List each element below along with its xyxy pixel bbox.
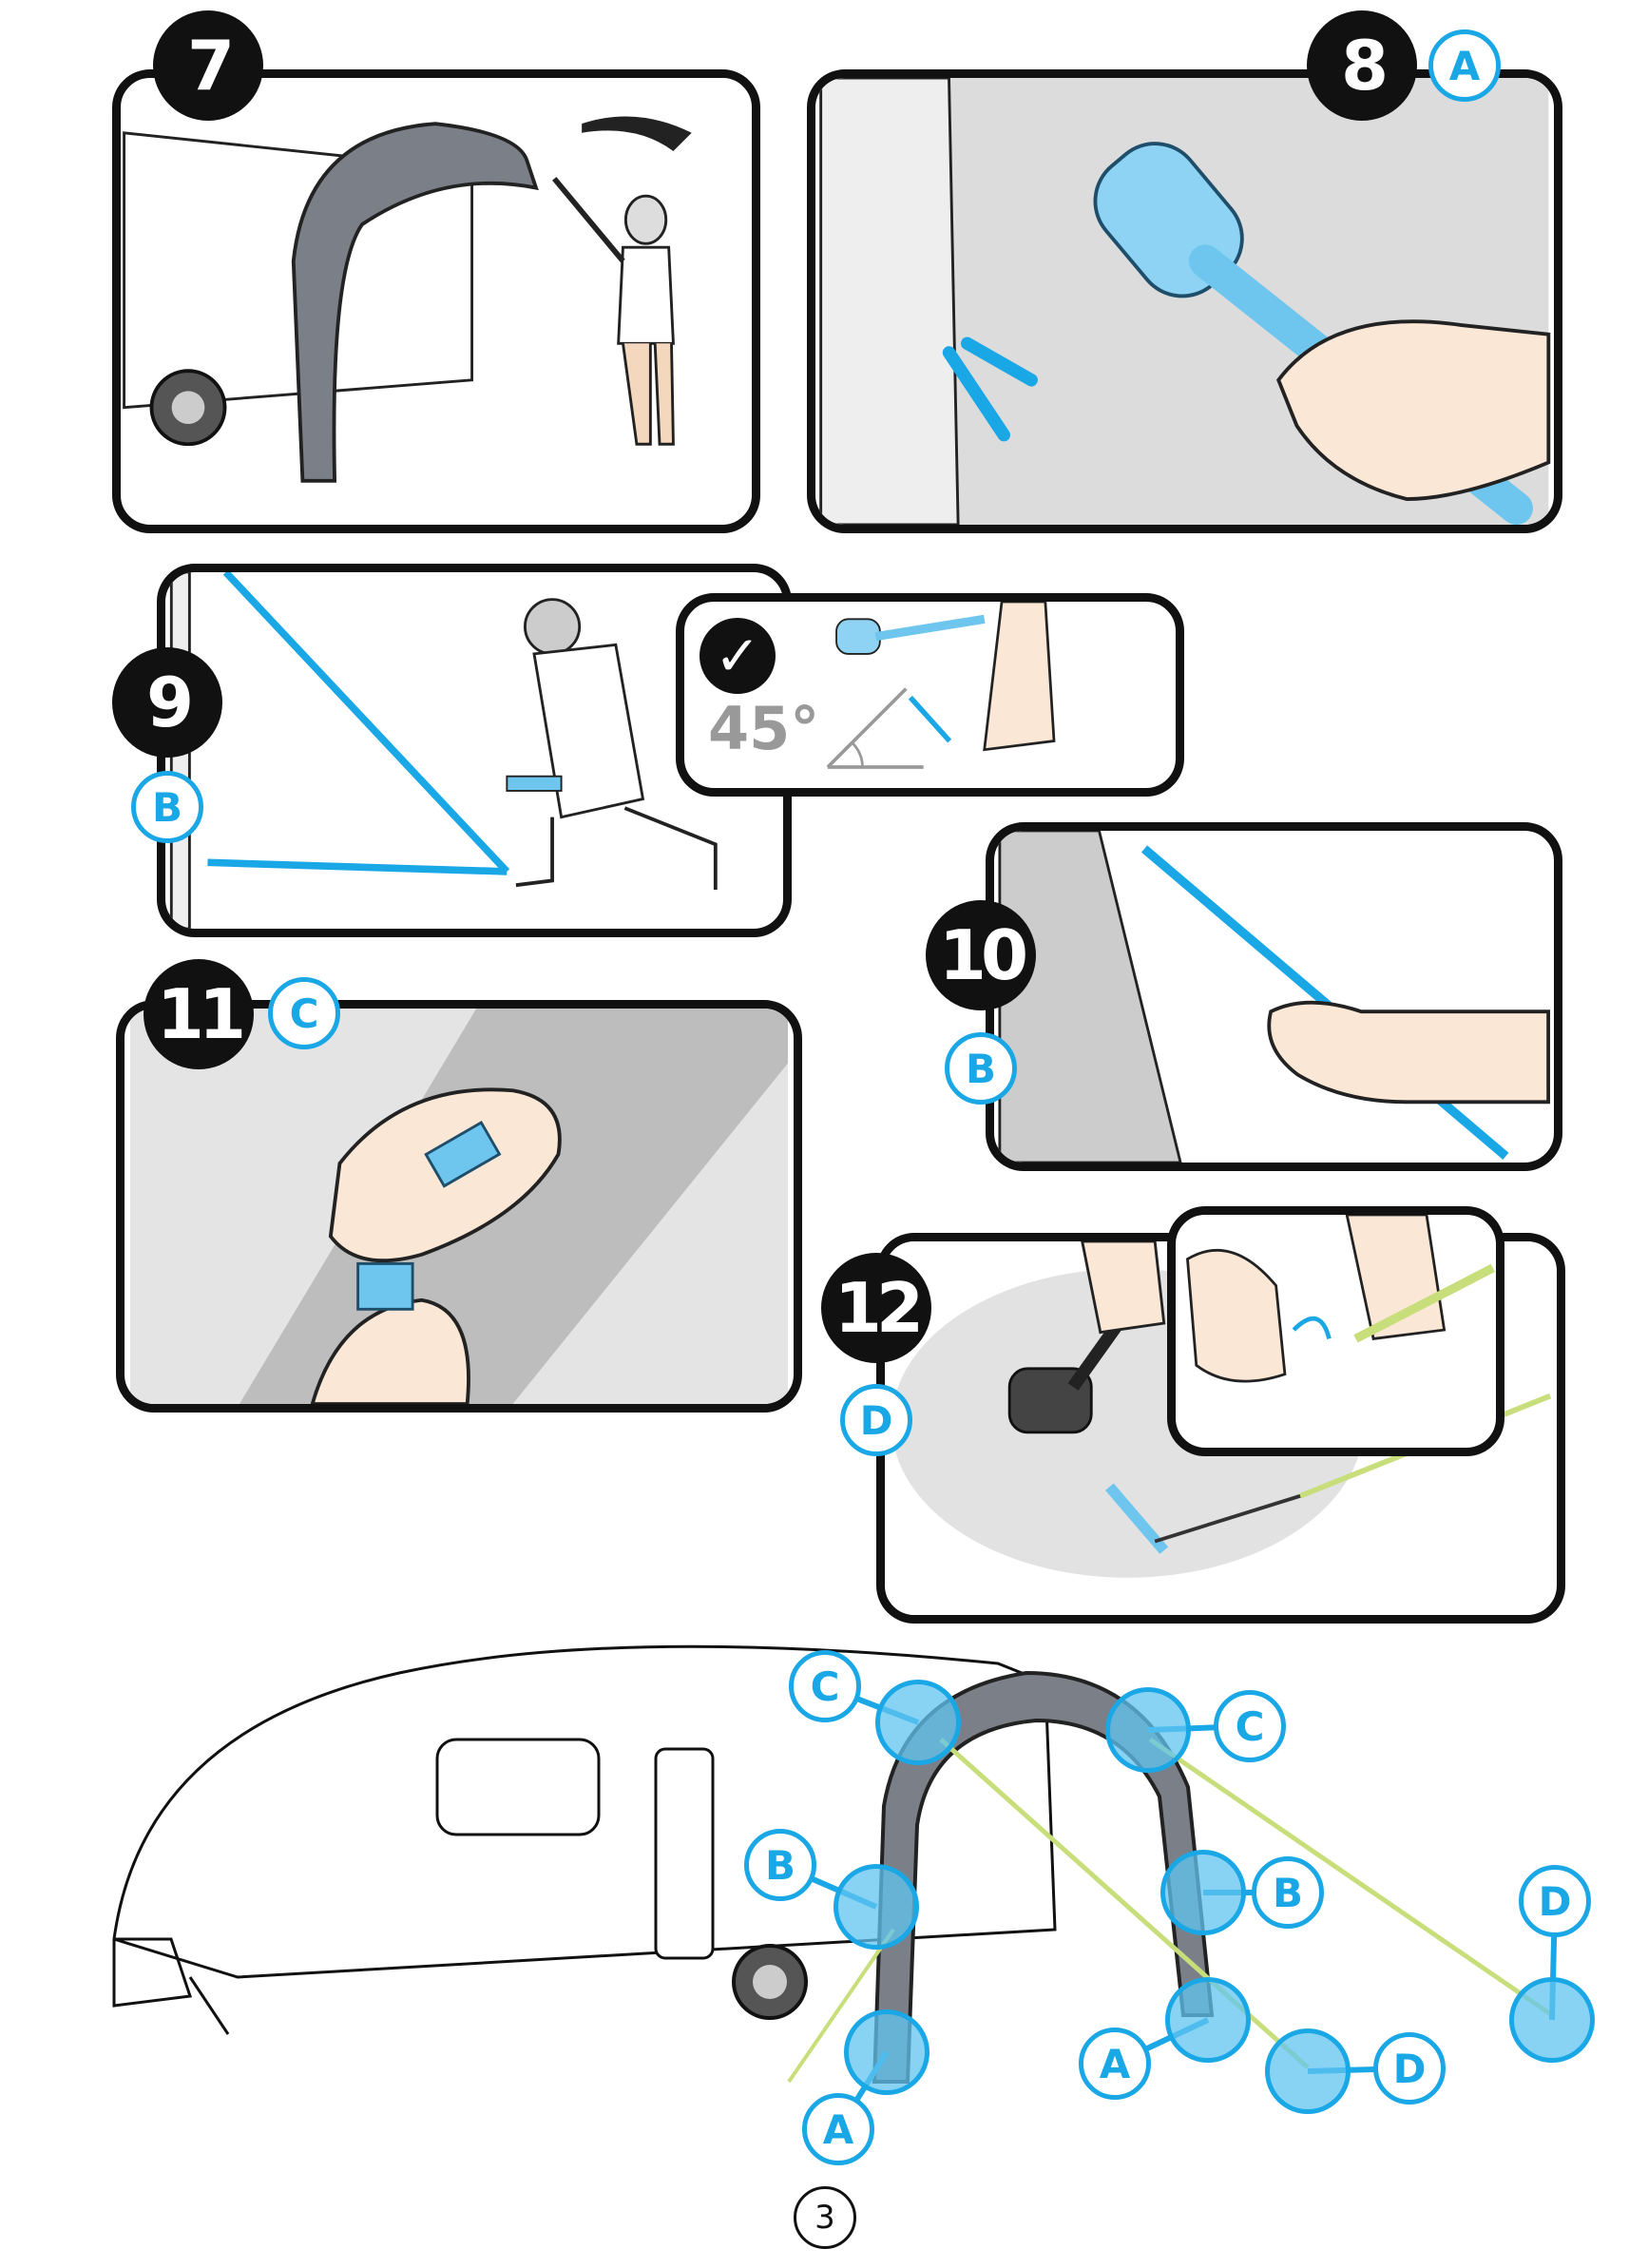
step-8-part-label: A bbox=[1428, 29, 1501, 102]
callout-d: D bbox=[1519, 1865, 1591, 1937]
callout-d: D bbox=[1373, 2032, 1446, 2105]
step-8-panel bbox=[807, 69, 1562, 533]
step-7-badge: 7 bbox=[153, 10, 263, 121]
callout-a: A bbox=[802, 2093, 874, 2165]
page-number: 3 bbox=[794, 2186, 856, 2249]
step-7-panel bbox=[112, 69, 760, 533]
step-10-illustration bbox=[998, 831, 1551, 1163]
callout-highlight-d-mid bbox=[1265, 2028, 1351, 2114]
angle-45-illustration bbox=[826, 602, 1056, 769]
step-7-illustration bbox=[123, 116, 692, 483]
step-11-illustration bbox=[129, 1009, 789, 1404]
step-11-panel bbox=[116, 1000, 802, 1413]
step-12-badge: 12 bbox=[821, 1253, 931, 1363]
callout-highlight-a-right bbox=[1165, 1977, 1251, 2063]
step-10-badge: 10 bbox=[926, 900, 1036, 1010]
callout-highlight-d-far bbox=[1509, 1977, 1595, 2063]
step-12-inset-panel bbox=[1167, 1206, 1504, 1456]
callout-highlight-c-left bbox=[875, 1680, 961, 1765]
step-10-panel bbox=[986, 822, 1562, 1171]
step-8-illustration bbox=[819, 78, 1551, 525]
step-8-badge: 8 bbox=[1307, 10, 1417, 121]
step-12-inset-illustration bbox=[1185, 1215, 1495, 1383]
step-9-badge: 9 bbox=[112, 647, 222, 758]
angle-label: 45° bbox=[708, 694, 820, 763]
callout-highlight-a-left bbox=[844, 2009, 929, 2095]
callout-a: A bbox=[1079, 2028, 1151, 2100]
check-icon: ✓ bbox=[699, 618, 776, 694]
step-10-part-label: B bbox=[945, 1032, 1017, 1105]
callout-highlight-b-left bbox=[834, 1864, 919, 1950]
step-11-badge: 11 bbox=[144, 959, 254, 1069]
callout-c: C bbox=[1214, 1690, 1286, 1762]
step-12-part-label: D bbox=[840, 1384, 912, 1456]
step-9-part-label: B bbox=[131, 771, 203, 843]
callout-highlight-c-right bbox=[1105, 1687, 1191, 1773]
callout-c: C bbox=[789, 1650, 861, 1722]
callout-highlight-b-right bbox=[1160, 1850, 1246, 1935]
callout-b: B bbox=[1252, 1856, 1324, 1929]
callout-b: B bbox=[744, 1829, 816, 1901]
step-11-part-label: C bbox=[268, 977, 340, 1049]
